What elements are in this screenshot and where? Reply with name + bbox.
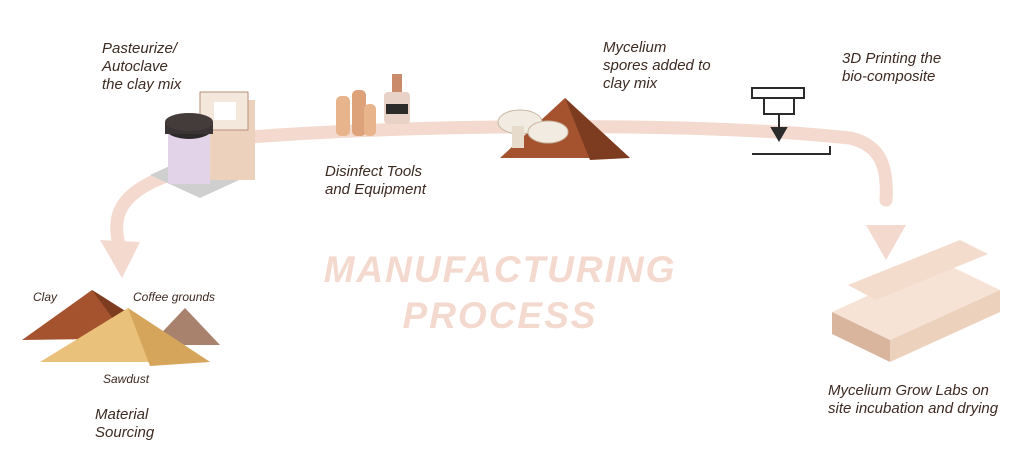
autoclave-illustration xyxy=(150,91,255,198)
material-piles-illustration xyxy=(22,290,220,366)
step-label-line: bio-composite xyxy=(842,68,936,85)
step-label-line: Mycelium xyxy=(603,39,667,56)
material-label-clay: Clay xyxy=(33,290,58,304)
step-label-line: Mycelium Grow Labs on xyxy=(828,382,989,399)
step-label-line: Sourcing xyxy=(95,424,155,441)
diagram-title-line-1: MANUFACTURING xyxy=(323,249,677,290)
step-label-line: site incubation and drying xyxy=(828,400,999,417)
material-label-coffee-grounds: Coffee grounds xyxy=(133,290,216,304)
grow-lab-container-illustration xyxy=(832,240,1000,362)
step-label-line: Autoclave xyxy=(102,58,168,75)
step-label-line: the clay mix xyxy=(102,76,182,93)
gloves-and-disinfectant-illustration xyxy=(336,74,410,136)
step-label-grow-labs: Mycelium Grow Labs on site incubation an… xyxy=(828,382,998,418)
step-label-material-sourcing: Material Sourcing xyxy=(95,406,154,442)
diagram-title-line-2: PROCESS xyxy=(402,295,598,336)
step-label-line: Disinfect Tools xyxy=(325,163,422,180)
step-label-line: clay mix xyxy=(603,75,658,92)
step-label-line: Material xyxy=(95,406,149,423)
step-label-3d-printing: 3D Printing the bio-composite xyxy=(842,50,941,86)
step-label-line: and Equipment xyxy=(325,181,426,198)
material-label-sawdust: Sawdust xyxy=(103,372,150,386)
step-label-disinfect: Disinfect Tools and Equipment xyxy=(325,163,426,199)
3d-printer-illustration xyxy=(751,87,831,155)
step-label-line: 3D Printing the xyxy=(842,50,942,67)
step-label-line: spores added to xyxy=(603,57,711,74)
step-label-pasteurize: Pasteurize/ Autoclave the clay mix xyxy=(102,40,181,94)
step-label-line: Pasteurize/ xyxy=(102,40,178,57)
mushrooms-and-soil-illustration xyxy=(497,98,630,160)
step-label-mycelium-spores: Mycelium spores added to clay mix xyxy=(603,39,711,93)
